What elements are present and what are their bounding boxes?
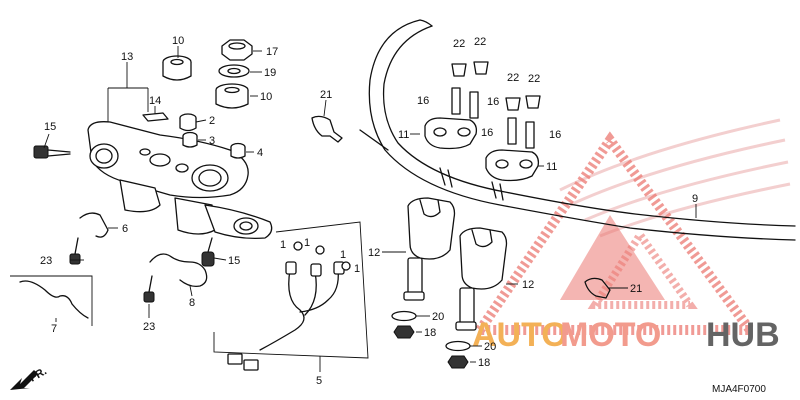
- watermark-brand-auto: AUTO: [472, 316, 568, 354]
- part-5-wire-harness: [213, 221, 369, 371]
- label-1-a: 1: [280, 239, 286, 251]
- part-16-bolts: [451, 87, 535, 149]
- label-5: 5: [316, 375, 322, 387]
- part-2-cap: [179, 113, 197, 132]
- part-20-washer-left: [391, 310, 417, 322]
- label-21-upper: 21: [320, 89, 332, 101]
- part-17-nut: [221, 39, 253, 61]
- part-18-nut-right: [447, 355, 469, 369]
- label-16-a: 16: [417, 95, 429, 107]
- part-4-cap: [230, 142, 246, 159]
- label-23-upper: 23: [40, 255, 52, 267]
- part-10-bushing-top: [162, 55, 192, 81]
- part-10-bushing-lower: [215, 83, 249, 109]
- label-13: 13: [121, 51, 133, 63]
- label-10-lower: 10: [260, 91, 272, 103]
- label-18-right: 18: [478, 357, 490, 369]
- handlebar: [359, 19, 796, 241]
- label-4: 4: [257, 147, 263, 159]
- part-11-holder-lower: [485, 149, 540, 182]
- label-22-b: 22: [474, 36, 486, 48]
- part-23-bolt-upper: [69, 237, 81, 265]
- label-15-right: 15: [228, 255, 240, 267]
- part-22-caps: [451, 61, 541, 111]
- label-14: 14: [149, 95, 161, 107]
- label-21-lower: 21: [630, 283, 642, 295]
- label-2: 2: [209, 115, 215, 127]
- part-7-bracket: [10, 275, 93, 326]
- label-16-c: 16: [481, 127, 493, 139]
- part-15-bolt-right: [201, 237, 215, 267]
- label-22-d: 22: [528, 73, 540, 85]
- label-1-c: 1: [354, 263, 360, 275]
- watermark-brand-hub: HUB: [706, 316, 780, 354]
- label-16-b: 16: [487, 96, 499, 108]
- label-11-lower: 11: [546, 161, 557, 173]
- label-12-left: 12: [368, 247, 380, 259]
- part-21-clip-upper: [311, 115, 343, 143]
- part-15-bolt-left: [33, 145, 71, 159]
- part-21-clip-lower: [584, 277, 611, 299]
- label-3: 3: [209, 135, 215, 147]
- part-23-bolt-lower: [143, 275, 155, 303]
- callout-labels: 13 14 15 10 17 19 10 2 3 4 6 23 15 8 23 …: [40, 35, 698, 387]
- front-indicator-label: FR.: [28, 365, 49, 384]
- watermark-triangle: [470, 131, 760, 335]
- part-11-holder-upper: [424, 117, 478, 150]
- label-20-left: 20: [432, 311, 444, 323]
- label-22-a: 22: [453, 38, 465, 50]
- label-11-upper: 11: [398, 129, 409, 141]
- label-23-lower: 23: [143, 321, 155, 333]
- label-18-left: 18: [424, 327, 436, 339]
- part-18-nut-left: [393, 325, 415, 339]
- label-8: 8: [189, 297, 195, 309]
- label-22-c: 22: [507, 72, 519, 84]
- label-6: 6: [122, 223, 128, 235]
- watermark-brand-moto: MOTO: [560, 316, 661, 354]
- label-19: 19: [264, 67, 276, 79]
- part-19-washer: [218, 64, 250, 78]
- label-1-d: 1: [304, 237, 310, 249]
- top-bridge: [87, 121, 273, 240]
- leader-lines: [43, 46, 697, 372]
- part-7-clip: [19, 280, 89, 319]
- diagram-code: MJA4F0700: [712, 384, 766, 395]
- part-6-clip: [79, 212, 109, 238]
- label-16-d: 16: [549, 129, 561, 141]
- label-17: 17: [266, 46, 278, 58]
- label-15-left: 15: [44, 121, 56, 133]
- front-direction-arrow-icon: [10, 370, 38, 390]
- part-20-washer-right: [445, 340, 471, 352]
- part-12-riser-right: [455, 227, 508, 331]
- label-9: 9: [692, 193, 698, 205]
- label-7: 7: [51, 323, 57, 335]
- watermark-logo: AUTO MOTO HUB: [470, 118, 791, 354]
- label-20-right: 20: [484, 341, 496, 353]
- part-14-plate: [142, 112, 169, 122]
- part-3-cap: [182, 131, 198, 148]
- part-12-riser-left: [403, 197, 456, 301]
- label-12-right: 12: [522, 279, 534, 291]
- label-1-b: 1: [340, 249, 346, 261]
- label-10-top: 10: [172, 35, 184, 47]
- part-8-clamp: [149, 253, 208, 288]
